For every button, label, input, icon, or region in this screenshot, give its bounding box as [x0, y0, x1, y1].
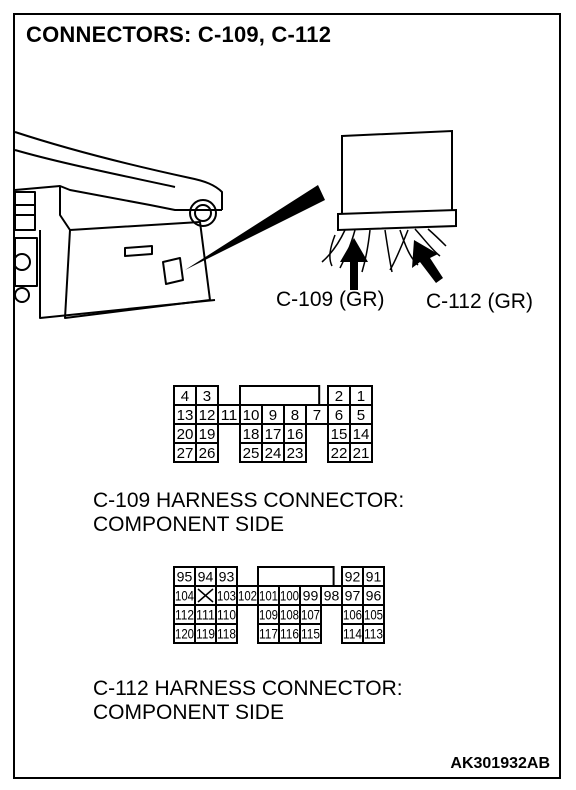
- c109-pin: 7: [313, 407, 321, 424]
- c112-pin: 117: [259, 626, 278, 642]
- c112-pin-box: [215, 623, 238, 644]
- c112-pin: 116: [280, 626, 299, 642]
- c109-pin: 22: [331, 445, 348, 462]
- c112-pin: 105: [364, 607, 383, 623]
- c112-caption-line1: C-112 HARNESS CONNECTOR:: [93, 677, 403, 700]
- c112-pin-box: [362, 623, 385, 644]
- c109-pin: 6: [335, 407, 343, 424]
- c112-pin: 101: [259, 588, 278, 604]
- c112-pin: 113: [364, 626, 383, 642]
- c109-pin: 3: [203, 388, 211, 405]
- c112-pin: 104: [175, 588, 194, 604]
- c112-pin: 119: [196, 626, 215, 642]
- c112-pin-box: [299, 623, 322, 644]
- c109-caption-line1: C-109 HARNESS CONNECTOR:: [93, 489, 405, 512]
- c112-pin: 114: [343, 626, 362, 642]
- c112-pin: 109: [259, 607, 278, 623]
- c109-pin: 24: [265, 445, 282, 462]
- c109-pin: 23: [287, 445, 304, 462]
- c109-pin: 4: [181, 388, 189, 405]
- c112-pin: 92: [345, 569, 361, 585]
- c109-callout-label: C-109 (GR): [276, 288, 385, 311]
- c109-pin: 27: [177, 445, 194, 462]
- c109-pin: 25: [243, 445, 260, 462]
- page-title: CONNECTORS: C-109, C-112: [26, 22, 332, 47]
- c112-pin: 110: [217, 607, 236, 623]
- c109-pin: 17: [265, 426, 282, 443]
- c112-pin: 94: [198, 569, 214, 585]
- c112-pin: 118: [217, 626, 236, 642]
- c112-pin: 111: [196, 607, 215, 623]
- c109-pin: 5: [357, 407, 365, 424]
- c112-pin: 95: [177, 569, 193, 585]
- c109-pin-box: [349, 442, 373, 463]
- c109-pin: 20: [177, 426, 194, 443]
- c109-pin: 16: [287, 426, 304, 443]
- c112-pin: 99: [303, 588, 319, 604]
- c112-pin: 108: [280, 607, 299, 623]
- c109-pin: 2: [335, 388, 343, 405]
- c112-caption-line2: COMPONENT SIDE: [93, 701, 284, 724]
- c112-pin: 112: [175, 607, 194, 623]
- c109-pin-box: [195, 442, 219, 463]
- c109-pin: 1: [357, 388, 365, 405]
- c112-pin: 106: [343, 607, 362, 623]
- c109-pin: 14: [353, 426, 370, 443]
- c109-pin: 11: [221, 407, 238, 424]
- c112-pin: 107: [301, 607, 320, 623]
- c112-pin: 120: [175, 626, 194, 642]
- c109-pin: 9: [269, 407, 277, 424]
- c109-pin: 15: [331, 426, 348, 443]
- c112-pin: 100: [280, 588, 299, 604]
- diagram-frame: [13, 13, 561, 779]
- c109-pin: 13: [177, 407, 194, 424]
- c109-pin-box: [283, 442, 307, 463]
- c112-pin: 102: [238, 588, 257, 604]
- c112-pin: 98: [324, 588, 340, 604]
- c112-callout-label: C-112 (GR): [426, 290, 533, 313]
- c112-latch: [257, 566, 335, 589]
- c109-pin: 19: [199, 426, 216, 443]
- c112-pin: 115: [301, 626, 320, 642]
- c112-pin: 93: [219, 569, 235, 585]
- blank-pin-mark: [197, 588, 214, 603]
- c109-pin: 26: [199, 445, 216, 462]
- c112-pin: 103: [217, 588, 236, 604]
- c112-pin: 97: [345, 588, 361, 604]
- c109-pin: 18: [243, 426, 260, 443]
- reference-code: AK301932AB: [450, 755, 550, 772]
- c112-pin: 96: [366, 588, 382, 604]
- c109-pin: 21: [353, 445, 370, 462]
- c112-pin: 91: [366, 569, 382, 585]
- c109-pin: 10: [243, 407, 260, 424]
- c109-pin: 8: [291, 407, 299, 424]
- c109-pin: 12: [199, 407, 216, 424]
- c109-caption-line2: COMPONENT SIDE: [93, 513, 284, 536]
